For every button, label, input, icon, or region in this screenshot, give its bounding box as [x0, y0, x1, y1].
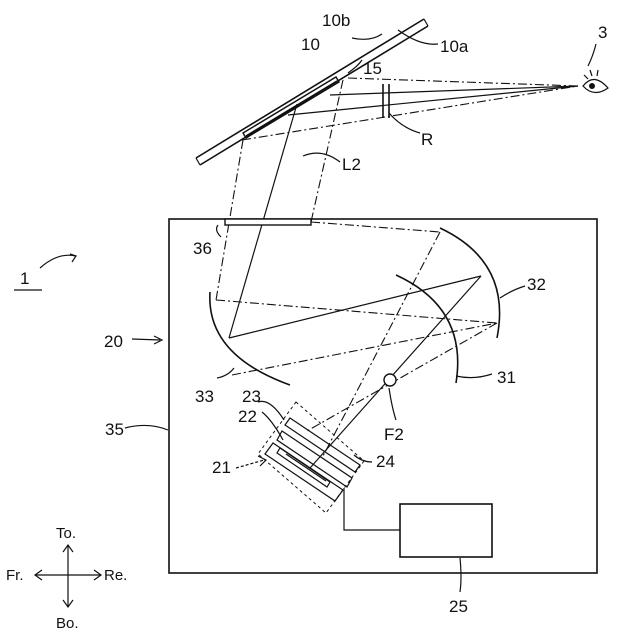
direction-rear: Re.: [104, 567, 127, 584]
label-20: 20: [104, 332, 123, 351]
label-24: 24: [376, 452, 395, 471]
leader-lines: [40, 30, 596, 592]
eye-icon: [583, 70, 608, 93]
display-unit: [258, 402, 364, 513]
small-mirror: [396, 275, 458, 383]
light-beam-up: [216, 80, 343, 338]
reflector-film: [243, 77, 339, 138]
label-35: 35: [105, 420, 124, 439]
label-22: 22: [238, 407, 257, 426]
label-10a: 10a: [440, 37, 469, 56]
direction-front: Fr.: [6, 567, 24, 584]
label-31: 31: [497, 368, 516, 387]
label-10b: 10b: [322, 11, 350, 30]
label-33: 33: [195, 387, 214, 406]
housing-case: [169, 219, 597, 573]
range-marker: [383, 84, 389, 118]
direction-compass: [35, 545, 101, 607]
label-21: 21: [212, 458, 231, 477]
label-r: R: [421, 130, 433, 149]
label-10: 10: [301, 35, 320, 54]
label-25: 25: [449, 597, 468, 616]
label-f2: F2: [384, 425, 404, 444]
label-1: 1: [20, 269, 29, 288]
exit-window: [225, 219, 311, 225]
direction-top: To.: [56, 525, 76, 542]
focal-point-f2: [384, 374, 396, 386]
label-3: 3: [598, 23, 607, 42]
label-32: 32: [527, 275, 546, 294]
internal-beams: [216, 222, 497, 468]
label-l2: L2: [342, 155, 361, 174]
label-23: 23: [242, 387, 261, 406]
label-15: 15: [363, 59, 382, 78]
direction-bottom: Bo.: [56, 615, 79, 632]
controller-box: [344, 488, 492, 557]
label-36: 36: [193, 239, 212, 258]
